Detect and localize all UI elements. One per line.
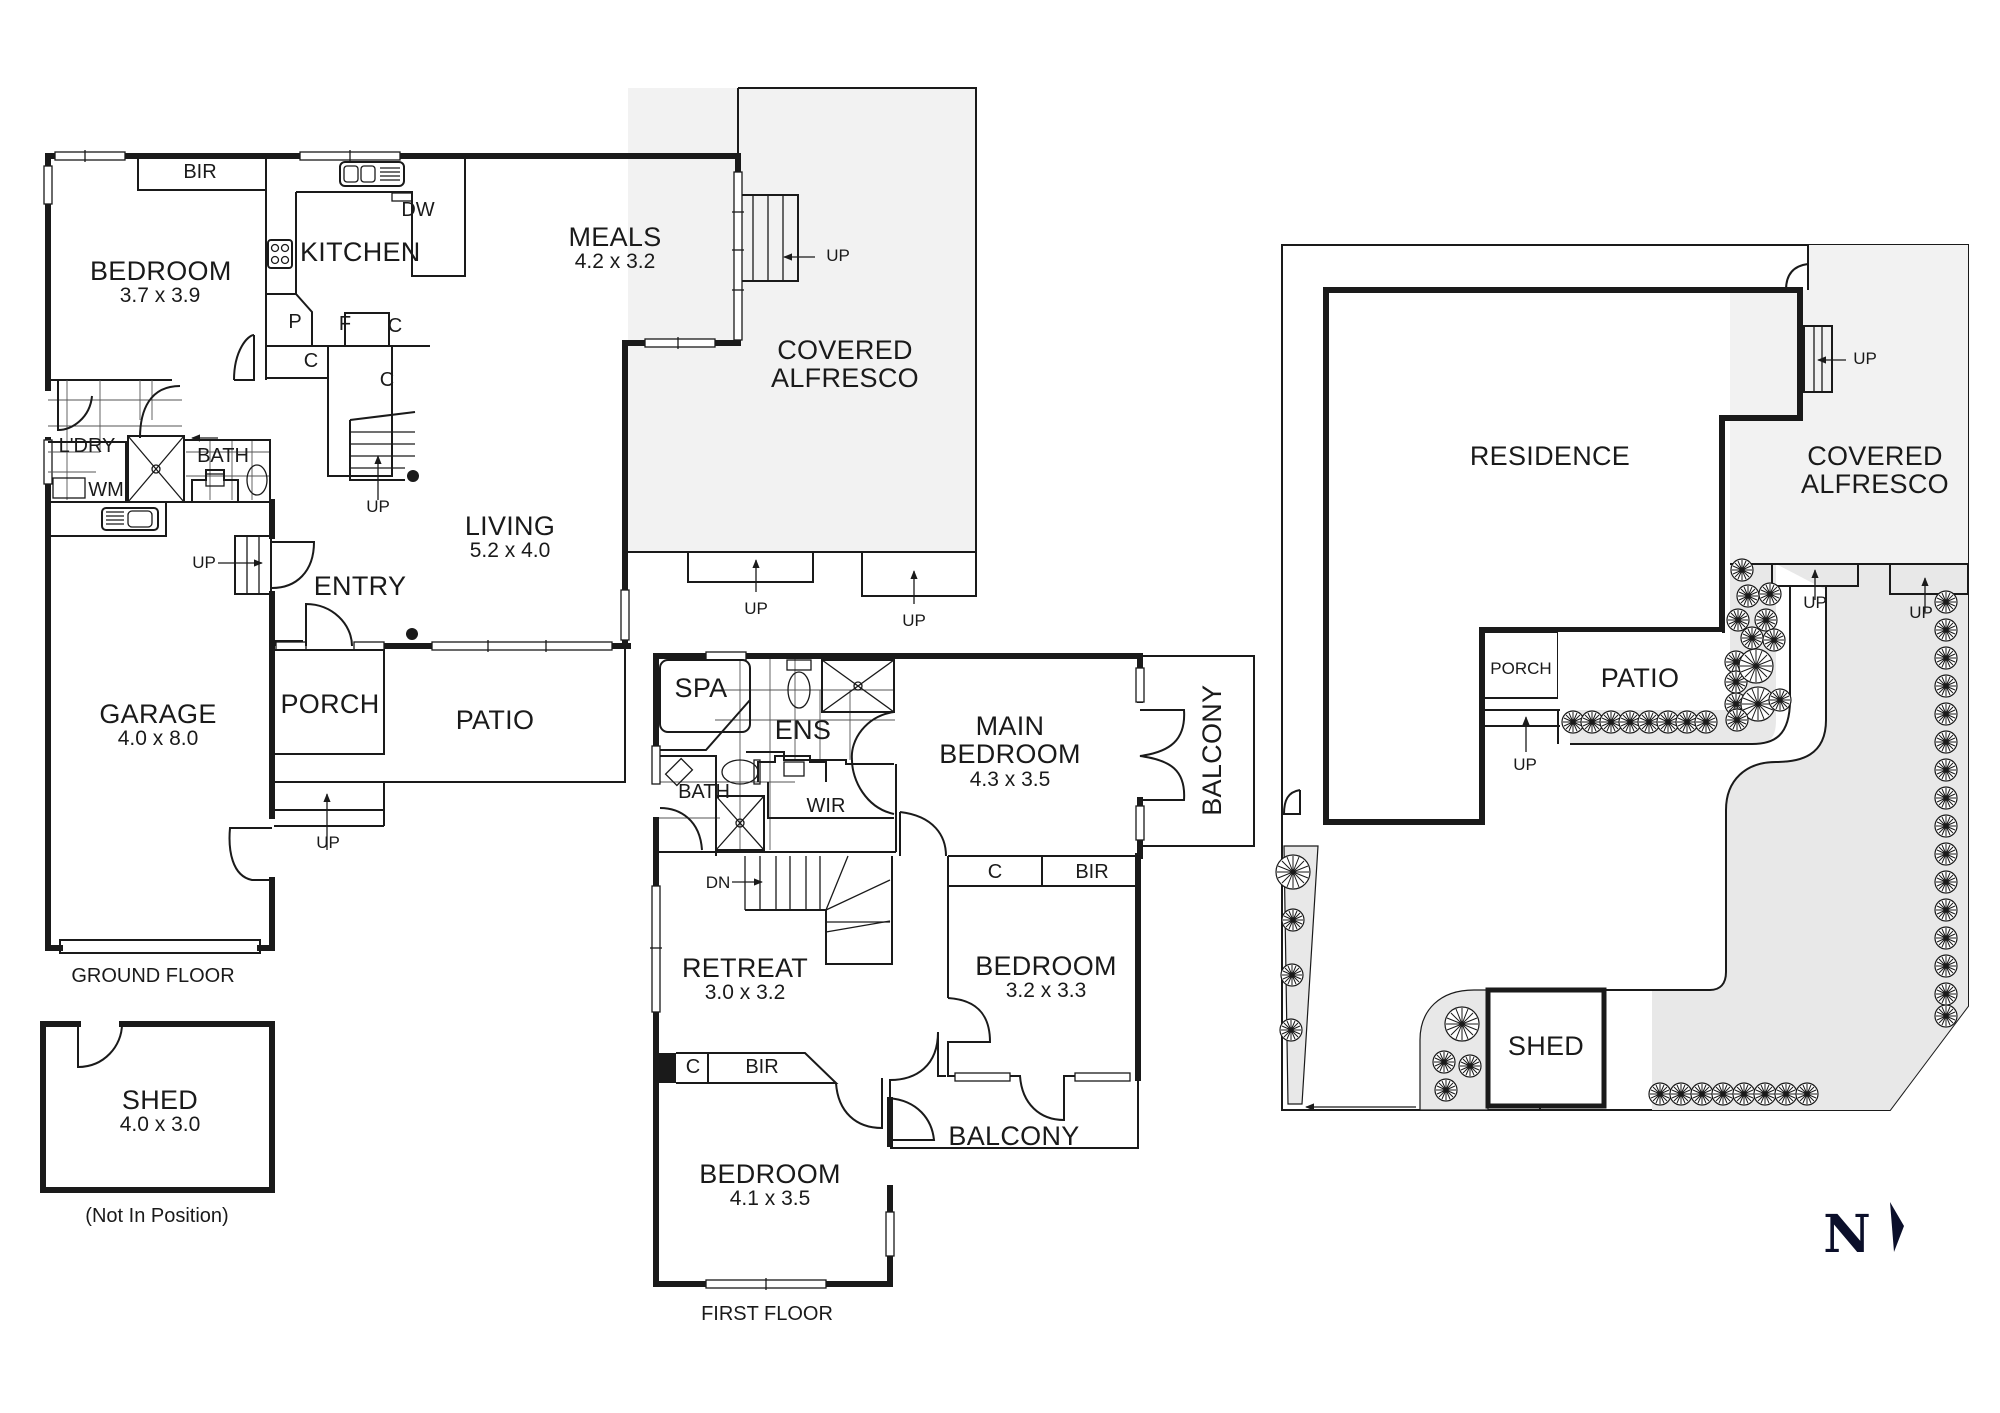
site-label-covered-alfresco: COVERED ALFRESCO xyxy=(1801,441,1949,500)
room-label-kitchen: KITCHEN xyxy=(300,237,421,267)
room-label-balcony-south: BALCONY xyxy=(948,1121,1080,1151)
stair-label-up: UP xyxy=(1909,603,1933,622)
room-label-bedroom-2: BEDROOM 3.2 x 3.3 xyxy=(975,951,1117,1003)
site-plan xyxy=(1275,244,1969,1111)
ground-floor-plan xyxy=(43,87,977,954)
site-label-patio: PATIO xyxy=(1600,663,1680,693)
stair-label-up: UP xyxy=(1853,349,1877,368)
compass-north-label: N xyxy=(1823,1204,1871,1265)
first-floor-caption: FIRST FLOOR xyxy=(701,1303,833,1325)
room-label-entry: ENTRY xyxy=(313,571,407,601)
stair-label-up: UP xyxy=(902,611,926,630)
room-label-bedroom-3: BEDROOM 4.1 x 3.5 xyxy=(699,1159,841,1211)
stair-label-up: UP xyxy=(1513,755,1537,774)
stair-label-up: UP xyxy=(1803,593,1827,612)
room-label-pantry: P xyxy=(288,311,302,333)
room-label-washing-machine: WM xyxy=(88,479,124,501)
room-label-wir: WIR xyxy=(806,795,846,817)
room-label-cupboard: C xyxy=(685,1056,701,1078)
room-label-spa: SPA xyxy=(674,673,728,703)
stair-label-up: UP xyxy=(826,246,850,265)
room-label-retreat: RETREAT 3.0 x 3.2 xyxy=(681,953,809,1005)
stair-label-up: UP xyxy=(192,553,216,572)
stair-label-up: UP xyxy=(366,497,390,516)
room-label-garage: GARAGE 4.0 x 8.0 xyxy=(99,699,217,751)
room-label-patio-ground: PATIO xyxy=(455,705,535,735)
site-label-porch: PORCH xyxy=(1490,659,1552,678)
room-label-laundry: L'DRY xyxy=(58,435,116,457)
north-arrow-icon xyxy=(1890,1202,1904,1252)
room-label-living: LIVING 5.2 x 4.0 xyxy=(464,511,556,563)
room-label-bir-ground: BIR xyxy=(183,161,217,183)
shed-plan xyxy=(40,1021,275,1193)
room-label-meals: MEALS 4.2 x 3.2 xyxy=(568,222,662,274)
room-label-bir: BIR xyxy=(745,1056,779,1078)
room-label-cupboard: C xyxy=(387,315,403,337)
site-label-residence: RESIDENCE xyxy=(1469,441,1631,471)
room-label-bath-ground: BATH xyxy=(197,445,249,467)
room-label-bath-first: BATH xyxy=(678,781,730,803)
room-label-ensuite: ENS xyxy=(774,715,832,745)
stair-label-up: UP xyxy=(744,599,768,618)
stair-label-up: UP xyxy=(316,833,340,852)
room-label-fridge: F xyxy=(338,313,352,335)
room-label-cupboard: C xyxy=(303,350,319,372)
stair-label-down: DN xyxy=(705,873,731,892)
room-label-dishwasher: DW xyxy=(401,199,435,221)
room-label-shed: SHED 4.0 x 3.0 xyxy=(119,1085,201,1137)
site-label-shed: SHED xyxy=(1507,1031,1585,1061)
shed-note: (Not In Position) xyxy=(85,1205,229,1227)
room-label-cupboard: C xyxy=(987,861,1003,883)
room-label-balcony-east: BALCONY xyxy=(1196,684,1227,816)
room-label-bir: BIR xyxy=(1075,861,1109,883)
room-label-covered-alfresco: COVERED ALFRESCO xyxy=(771,335,919,394)
room-label-bedroom-ground: BEDROOM 3.7 x 3.9 xyxy=(90,256,232,308)
room-label-cupboard: C xyxy=(379,369,395,391)
ground-floor-caption: GROUND FLOOR xyxy=(71,965,235,987)
first-floor-plan xyxy=(650,651,1255,1290)
room-label-porch-ground: PORCH xyxy=(280,689,380,719)
room-label-main-bedroom: MAIN BEDROOM 4.3 x 3.5 xyxy=(939,711,1081,791)
